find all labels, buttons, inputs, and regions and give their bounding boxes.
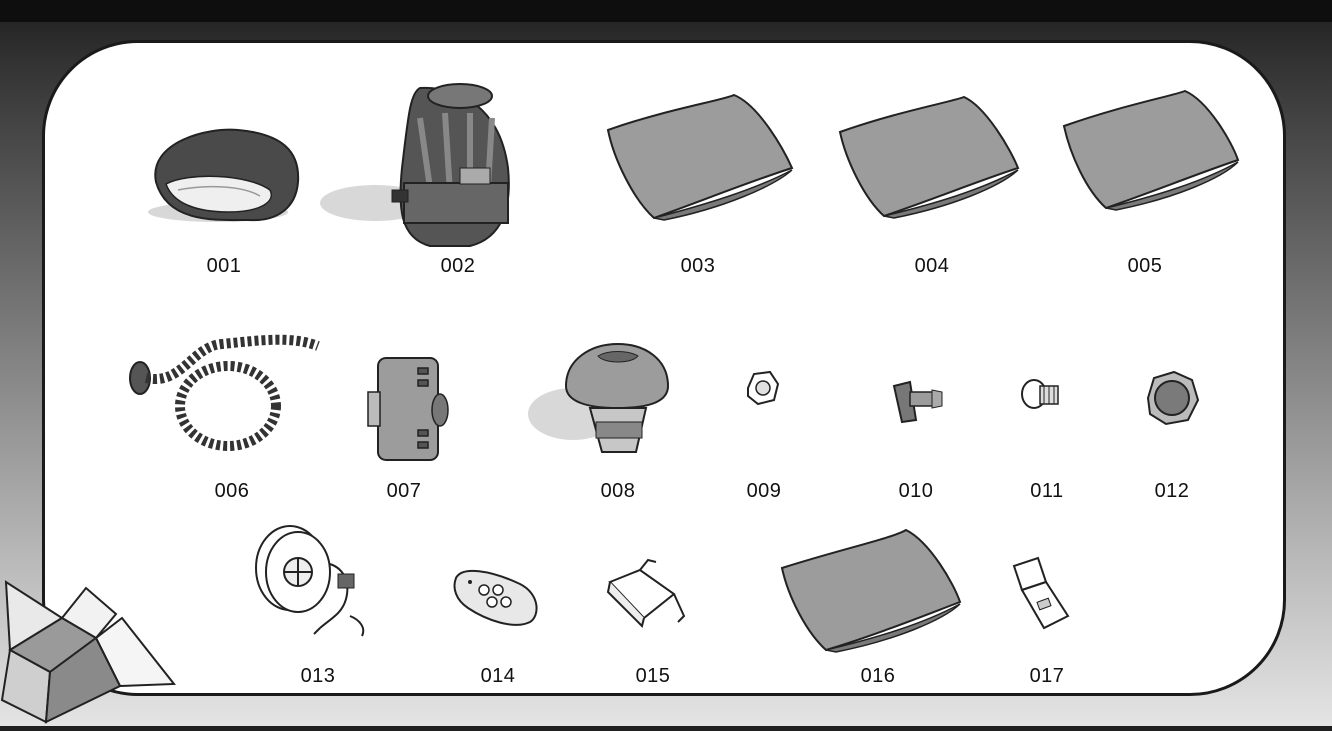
part-label-012: 012 xyxy=(1154,480,1190,502)
pump-filter-unit-icon xyxy=(320,83,510,247)
part-label-004: 004 xyxy=(914,255,950,277)
part-label-015: 015 xyxy=(635,665,671,687)
filter-cartridge-sleeve-icon xyxy=(1062,89,1240,211)
screw-connector-icon xyxy=(1021,379,1059,409)
cover-bag-icon xyxy=(780,528,962,653)
open-box-icon xyxy=(0,572,180,731)
part-010 xyxy=(888,376,946,424)
part-label-014: 014 xyxy=(480,665,516,687)
part-label-005: 005 xyxy=(1127,255,1163,277)
part-label-008: 008 xyxy=(600,480,636,502)
part-label-007: 007 xyxy=(386,480,422,502)
drain-cap-icon xyxy=(1146,370,1200,426)
part-label-011: 011 xyxy=(1030,480,1064,502)
part-label-016: 016 xyxy=(860,665,896,687)
part-008 xyxy=(528,342,670,460)
buckle-clip-icon xyxy=(1012,556,1070,630)
part-014 xyxy=(450,564,542,630)
part-001 xyxy=(148,112,308,232)
part-004 xyxy=(836,92,1022,219)
part-label-003: 003 xyxy=(680,255,716,277)
part-label-010: 010 xyxy=(898,480,934,502)
spa-cover-liner-icon xyxy=(148,128,300,222)
part-label-009: 009 xyxy=(746,480,782,502)
part-label-001: 001 xyxy=(206,255,242,277)
part-label-006: 006 xyxy=(214,480,250,502)
part-005 xyxy=(1060,86,1242,211)
part-003 xyxy=(604,90,796,221)
chemical-floater-icon xyxy=(528,342,670,453)
part-009 xyxy=(742,368,782,408)
valve-connector-icon xyxy=(892,380,943,424)
filter-cartridge-icon xyxy=(367,357,449,461)
part-007 xyxy=(364,356,454,466)
part-label-002: 002 xyxy=(440,255,476,277)
top-header-band xyxy=(0,0,1332,22)
remote-control-icon xyxy=(453,569,538,626)
part-011 xyxy=(1016,374,1064,418)
drain-plug-cap-icon xyxy=(747,370,780,406)
part-016 xyxy=(778,528,964,654)
part-013 xyxy=(250,524,376,642)
filter-cartridge-sleeve-icon xyxy=(838,95,1020,219)
part-002 xyxy=(320,78,520,248)
filter-cartridge-sleeve-icon xyxy=(606,93,794,221)
part-label-013: 013 xyxy=(300,665,336,687)
part-017 xyxy=(1008,556,1074,632)
part-label-017: 017 xyxy=(1029,665,1065,687)
part-006 xyxy=(122,326,322,456)
inflation-hose-icon xyxy=(129,334,320,451)
power-adapter-icon xyxy=(606,558,686,628)
cable-reel-icon xyxy=(255,525,365,637)
part-012 xyxy=(1140,368,1202,428)
part-015 xyxy=(604,556,688,630)
